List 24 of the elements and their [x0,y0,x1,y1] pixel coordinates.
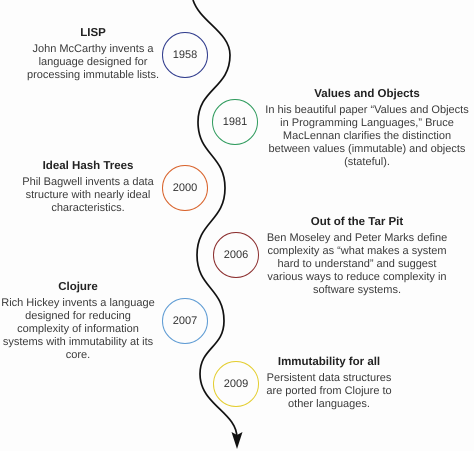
year-circle [162,32,208,78]
year-label: 2000 [172,182,198,194]
year-circle [162,298,208,344]
event-description: In his beautiful paper “Values and Objects in Programming Languages,” Bruce MacLennan clarifies the distinction between values (immutable) and objects (stateful). [264,104,470,169]
event-title: Clojure [58,280,98,294]
year-label: 2007 [172,314,198,328]
year-circle [212,99,258,145]
year-circle [162,165,208,211]
event-title: Out of the Tar Pit [310,215,404,229]
event-title: Immutability for all [278,355,380,369]
event-title: Ideal Hash Trees [42,159,134,173]
year-label: 1958 [172,48,198,62]
event-title: Values and Objects [314,87,420,101]
year-label: 2009 [224,378,248,390]
event-description: Phil Bagwell invents a data structure with nearly ideal characteristics. [21,176,155,215]
event-description: John McCarthy invents a language designed for processing immutable lists. [26,43,160,82]
event-description: Rich Hickey invents a language designed for reducing complexity of information systems with immutability at its core. [0,297,156,362]
year-label: 1981 [222,116,248,128]
year-circle [213,361,259,407]
event-title: LISP [80,26,106,40]
event-description: Persistent data structures are ported from Clojure to other languages. [265,372,393,411]
event-description: Ben Moseley and Peter Marks define complexity as “what makes a system hard to understand” and suggest various ways to reduce complexity in software systems. [266,232,448,297]
year-label: 2006 [224,248,248,262]
year-circle [213,232,259,278]
